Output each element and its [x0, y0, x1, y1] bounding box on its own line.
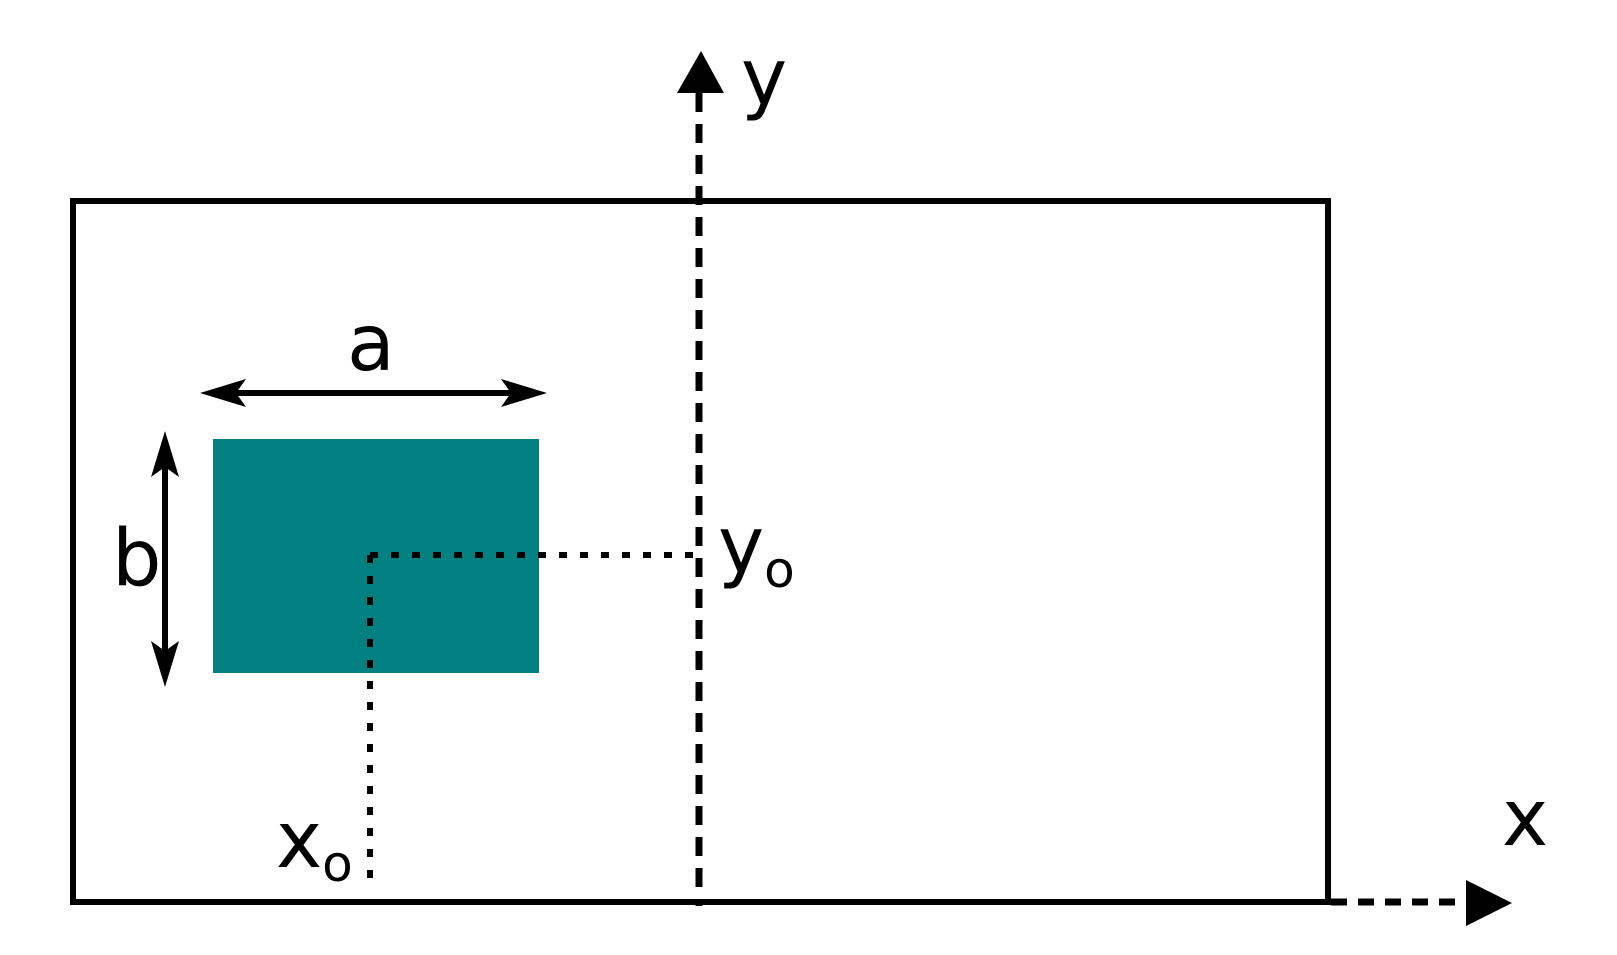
y0-label-main: y [718, 501, 764, 591]
x0-label: xo [276, 796, 353, 893]
y-axis-arrowhead-icon [677, 51, 724, 93]
dim-a-arrowhead-right-icon [501, 379, 547, 407]
dim-a-label: a [347, 299, 395, 389]
x0-label-subscript: o [322, 835, 353, 893]
x0-label-main: x [276, 796, 322, 886]
y0-label-subscript: o [764, 541, 795, 599]
y-axis-label: y [741, 33, 787, 123]
dim-b-arrowhead-bottom-icon [151, 641, 179, 687]
x-axis-label: x [1502, 774, 1548, 864]
dim-b-label: b [112, 514, 162, 604]
y0-label: yo [718, 501, 795, 599]
dim-b-arrowhead-top-icon [151, 431, 179, 477]
dim-a-arrowhead-left-icon [200, 379, 246, 407]
x-axis-arrowhead-icon [1466, 880, 1512, 926]
